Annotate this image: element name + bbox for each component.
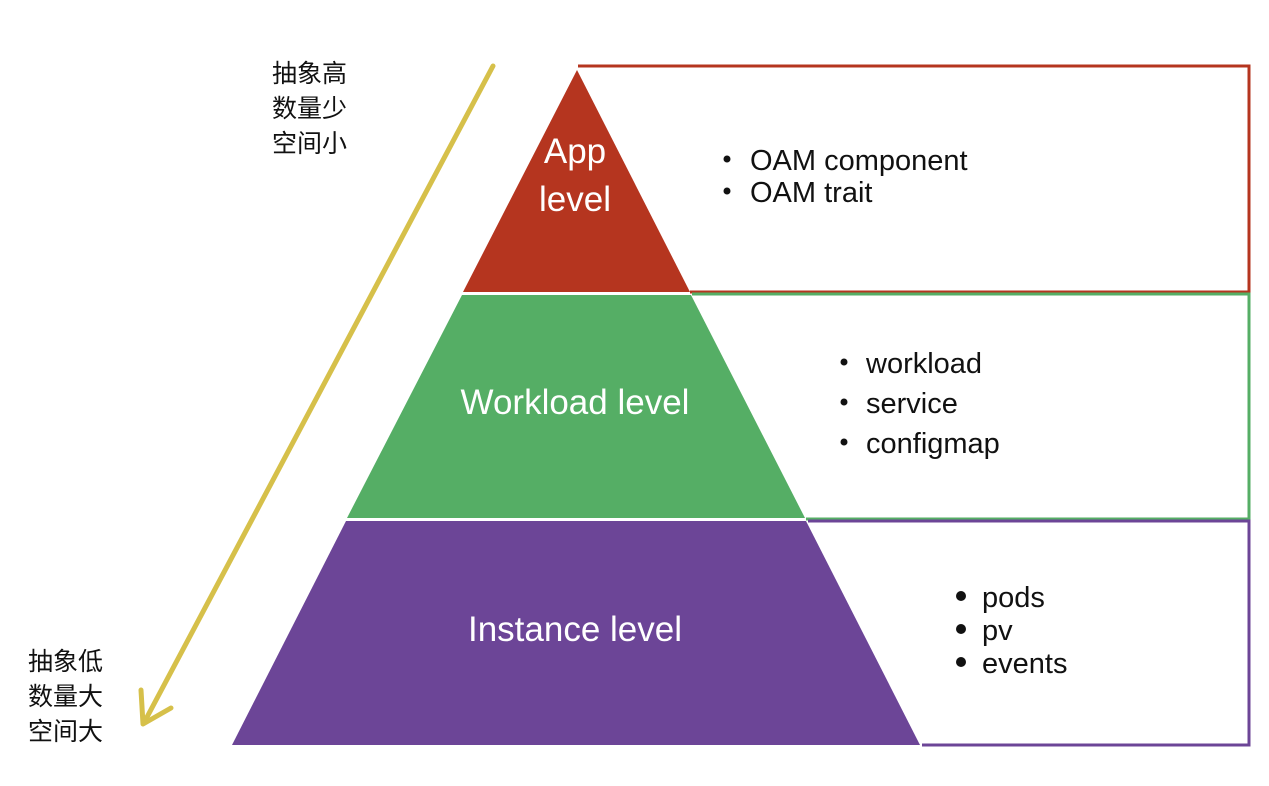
- bullet-item: configmap: [866, 428, 1000, 460]
- instance-level-label: Instance level: [468, 610, 682, 649]
- pyramid: [232, 70, 920, 745]
- bottom-note-line-3: 空间大: [28, 717, 103, 746]
- bullet-item: events: [982, 648, 1067, 680]
- bullet-dot: [956, 591, 966, 601]
- tier-labels: App level Workload level Instance level: [461, 132, 690, 649]
- app-level-label-line-2: level: [539, 180, 611, 219]
- app-level-label-line-1: App: [544, 132, 606, 171]
- bullet-dot: [840, 398, 848, 406]
- instance-level-tier: [232, 521, 920, 745]
- arrow-shaft: [143, 63, 496, 722]
- top-note-line-2: 数量少: [272, 94, 347, 123]
- bullet-item: pods: [982, 582, 1045, 614]
- app-level-box: [578, 64, 1251, 294]
- bullet-dot: [723, 187, 731, 195]
- workload-level-tier: [347, 295, 805, 518]
- bottom-axis-note: 抽象低 数量大 空间大: [28, 647, 103, 746]
- bullet-item: workload: [865, 348, 982, 380]
- abstraction-arrow: [138, 63, 496, 727]
- bullet-item: OAM trait: [750, 177, 872, 209]
- workload-level-bullets: workload service configmap: [840, 348, 1000, 460]
- bullet-dot: [840, 438, 848, 446]
- top-axis-note: 抽象高 数量少 空间小: [272, 59, 347, 158]
- bullet-dot: [840, 358, 848, 366]
- instance-level-bullets: pods pv events: [956, 582, 1067, 680]
- workload-level-box: [692, 292, 1251, 521]
- top-note-line-1: 抽象高: [272, 59, 347, 88]
- bottom-note-line-1: 抽象低: [28, 647, 103, 676]
- bullet-dot: [723, 155, 731, 163]
- bottom-note-line-2: 数量大: [28, 682, 103, 711]
- bullet-dot: [956, 624, 966, 634]
- arrow-head: [138, 687, 174, 727]
- app-level-tier: [463, 70, 690, 292]
- bullet-item: service: [866, 388, 958, 420]
- bullet-dot: [956, 657, 966, 667]
- bullet-item: OAM component: [750, 145, 968, 177]
- top-note-line-3: 空间小: [272, 129, 347, 158]
- app-level-bullets: OAM component OAM trait: [723, 145, 968, 209]
- description-boxes: [578, 64, 1251, 747]
- bullet-item: pv: [982, 615, 1013, 647]
- workload-level-label: Workload level: [461, 383, 690, 422]
- instance-level-box: [808, 519, 1251, 747]
